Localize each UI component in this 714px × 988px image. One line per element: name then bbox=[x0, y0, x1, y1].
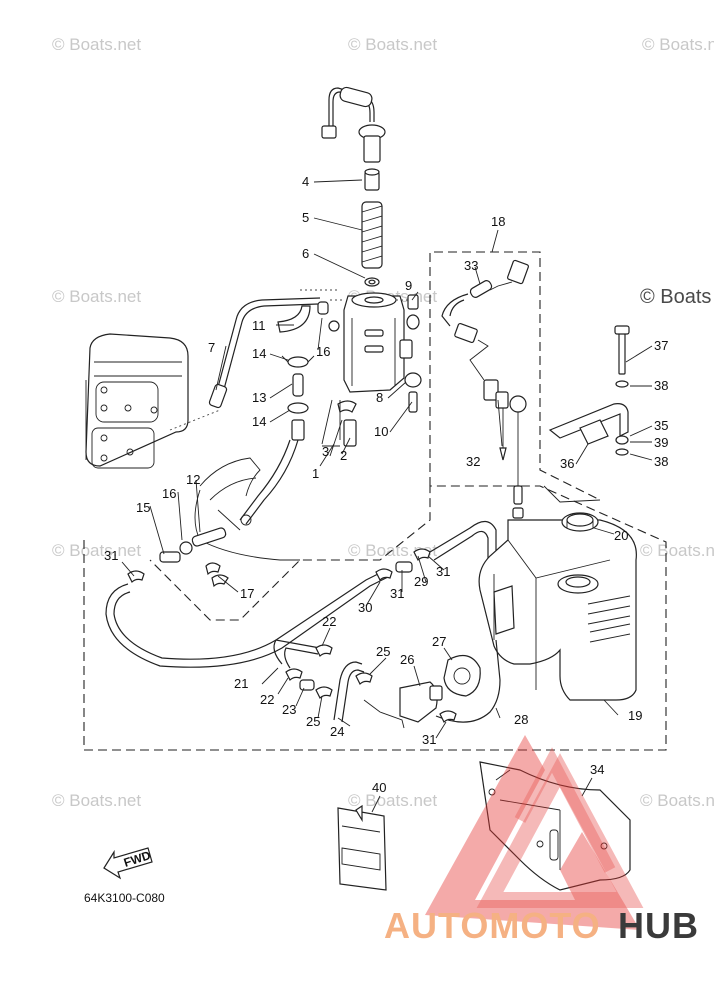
wiring-and-sensor-32-33 bbox=[441, 259, 529, 519]
callout-14b: 14 bbox=[252, 414, 266, 429]
callout-38a: 38 bbox=[654, 378, 668, 393]
callout-9: 9 bbox=[405, 278, 412, 293]
callout-25a: 25 bbox=[376, 644, 390, 659]
logo-text-hub: HUB bbox=[618, 905, 699, 946]
callout-3: 3 bbox=[322, 444, 329, 459]
kit-18-boundary bbox=[429, 251, 601, 501]
callout-16b: 16 bbox=[162, 486, 176, 501]
automotohub-logo bbox=[425, 735, 644, 930]
hose-30 bbox=[105, 520, 497, 668]
callout-20: 20 bbox=[614, 528, 628, 543]
callout-19: 19 bbox=[628, 708, 642, 723]
hose-7 bbox=[169, 297, 321, 431]
callout-leaders bbox=[121, 179, 653, 813]
callout-14a: 14 bbox=[252, 346, 266, 361]
callout-15: 15 bbox=[136, 500, 150, 515]
callout-35: 35 bbox=[654, 418, 668, 433]
callout-30: 30 bbox=[358, 600, 372, 615]
callout-2: 2 bbox=[340, 448, 347, 463]
callout-7: 7 bbox=[208, 340, 215, 355]
callout-27: 27 bbox=[432, 634, 446, 649]
callout-10: 10 bbox=[374, 424, 388, 439]
diagram-code: 64K3100-C080 bbox=[84, 891, 165, 905]
callout-33: 33 bbox=[464, 258, 478, 273]
callout-32: 32 bbox=[466, 454, 480, 469]
watermark: © Boats.net bbox=[640, 541, 714, 560]
callout-12: 12 bbox=[186, 472, 200, 487]
sub-oil-tank bbox=[317, 292, 422, 413]
callout-13: 13 bbox=[252, 390, 266, 405]
callout-26: 26 bbox=[400, 652, 414, 667]
warning-label-40 bbox=[337, 804, 387, 891]
callout-31b: 31 bbox=[436, 564, 450, 579]
logo-text-auto: AUTOMOTO bbox=[384, 905, 601, 946]
callout-29: 29 bbox=[414, 574, 428, 589]
watermark: © Boats.net bbox=[348, 35, 437, 54]
callout-16a: 16 bbox=[316, 344, 330, 359]
bracket-34 bbox=[479, 761, 631, 891]
oil-pump-26-27 bbox=[363, 639, 501, 729]
watermark: © Boats.net bbox=[52, 35, 141, 54]
watermark: © Boats.net bbox=[52, 287, 141, 306]
small-hoses-and-clips bbox=[277, 305, 357, 447]
callout-31c: 31 bbox=[390, 586, 404, 601]
callout-37: 37 bbox=[654, 338, 668, 353]
watermark: © Boats.net bbox=[52, 541, 141, 560]
watermark: © Boats.net bbox=[52, 791, 141, 810]
callout-18: 18 bbox=[491, 214, 505, 229]
callout-6: 6 bbox=[302, 246, 309, 261]
oil-level-sensor-assembly bbox=[321, 86, 386, 287]
hoses-21-to-25 bbox=[273, 639, 373, 723]
callout-21: 21 bbox=[234, 676, 248, 691]
callout-34: 34 bbox=[590, 762, 604, 777]
callout-40: 40 bbox=[372, 780, 386, 795]
watermark: © Boats.net bbox=[348, 791, 437, 810]
callout-5: 5 bbox=[302, 210, 309, 225]
callout-11: 11 bbox=[252, 318, 266, 333]
callout-38b: 38 bbox=[654, 454, 668, 469]
main-oil-tank bbox=[478, 512, 637, 701]
watermark-large: © Boats bbox=[640, 286, 711, 308]
callout-31a: 31 bbox=[104, 548, 118, 563]
hose-12-and-fittings bbox=[159, 527, 229, 588]
callout-1: 1 bbox=[312, 466, 319, 481]
callout-4: 4 bbox=[302, 174, 309, 189]
fwd-arrow-icon: FWD bbox=[103, 847, 153, 880]
callout-28: 28 bbox=[514, 712, 528, 727]
callout-39: 39 bbox=[654, 435, 668, 450]
callout-36: 36 bbox=[560, 456, 574, 471]
callout-17: 17 bbox=[240, 586, 254, 601]
callout-31d: 31 bbox=[422, 732, 436, 747]
callout-22a: 22 bbox=[322, 614, 336, 629]
callout-22b: 22 bbox=[260, 692, 274, 707]
callout-23: 23 bbox=[282, 702, 296, 717]
engine-cowling-outline bbox=[85, 333, 189, 469]
watermark: © Boats.net bbox=[640, 791, 714, 810]
mounting-bracket-35-39 bbox=[543, 325, 630, 503]
callout-8: 8 bbox=[376, 390, 383, 405]
assembly-boundary bbox=[83, 485, 667, 751]
watermark: © Boats.net bbox=[642, 35, 714, 54]
callout-24: 24 bbox=[330, 724, 344, 739]
callout-25b: 25 bbox=[306, 714, 320, 729]
